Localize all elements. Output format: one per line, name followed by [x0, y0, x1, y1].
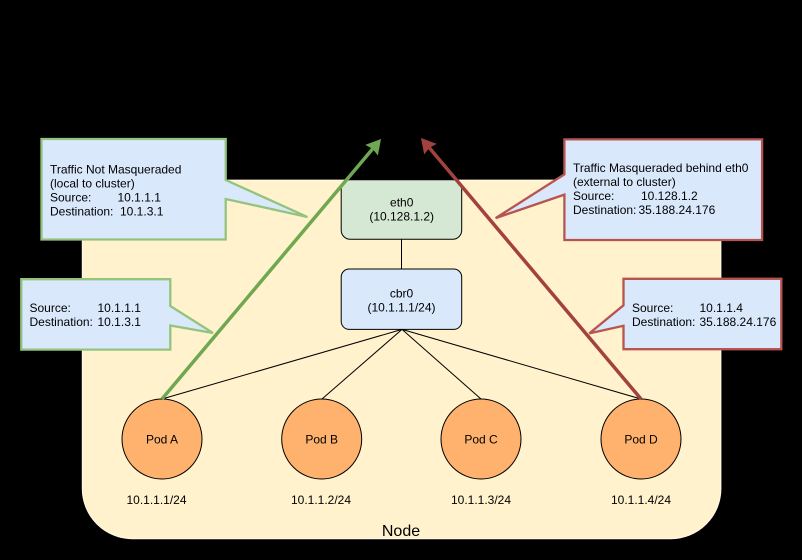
svg-text:Pod B: Pod B [305, 433, 338, 447]
svg-text:10.1.1.2/24: 10.1.1.2/24 [291, 493, 351, 507]
svg-text:10.1.3.1: 10.1.3.1 [98, 315, 142, 329]
svg-text:(external to cluster): (external to cluster) [573, 175, 676, 189]
svg-text:10.1.1.1: 10.1.1.1 [118, 191, 162, 205]
svg-text:Destination:: Destination: [573, 203, 636, 217]
svg-text:Source:: Source: [50, 191, 91, 205]
svg-text:10.1.3.1: 10.1.3.1 [120, 205, 164, 219]
svg-text:10.1.1.1: 10.1.1.1 [98, 301, 142, 315]
svg-text:Node: Node [382, 523, 420, 540]
svg-text:eth0: eth0 [390, 196, 414, 210]
svg-text:(10.128.1.2): (10.128.1.2) [369, 210, 434, 224]
svg-text:10.1.1.3/24: 10.1.1.3/24 [451, 493, 511, 507]
svg-text:10.128.1.2: 10.128.1.2 [641, 189, 698, 203]
svg-text:Source:: Source: [632, 301, 673, 315]
svg-text:35.188.24.176: 35.188.24.176 [700, 315, 777, 329]
svg-text:10.1.1.4: 10.1.1.4 [700, 301, 744, 315]
svg-text:Traffic Not Masqueraded: Traffic Not Masqueraded [50, 163, 181, 177]
svg-text:Destination:: Destination: [50, 205, 113, 219]
svg-text:cbr0: cbr0 [390, 287, 414, 301]
svg-text:Pod A: Pod A [146, 433, 178, 447]
svg-text:10.1.1.4/24: 10.1.1.4/24 [611, 493, 671, 507]
svg-text:Destination:: Destination: [30, 315, 93, 329]
svg-text:Traffic Masqueraded behind eth: Traffic Masqueraded behind eth0 [573, 161, 749, 175]
svg-text:10.1.1.1/24: 10.1.1.1/24 [126, 493, 186, 507]
svg-text:35.188.24.176: 35.188.24.176 [639, 203, 716, 217]
svg-text:Source:: Source: [573, 189, 614, 203]
svg-text:(local to cluster): (local to cluster) [50, 177, 135, 191]
svg-text:Source:: Source: [30, 301, 71, 315]
svg-text:Pod C: Pod C [464, 433, 498, 447]
svg-text:(10.1.1.1/24): (10.1.1.1/24) [367, 301, 435, 315]
svg-text:Destination:: Destination: [632, 315, 695, 329]
svg-text:Pod D: Pod D [624, 433, 658, 447]
